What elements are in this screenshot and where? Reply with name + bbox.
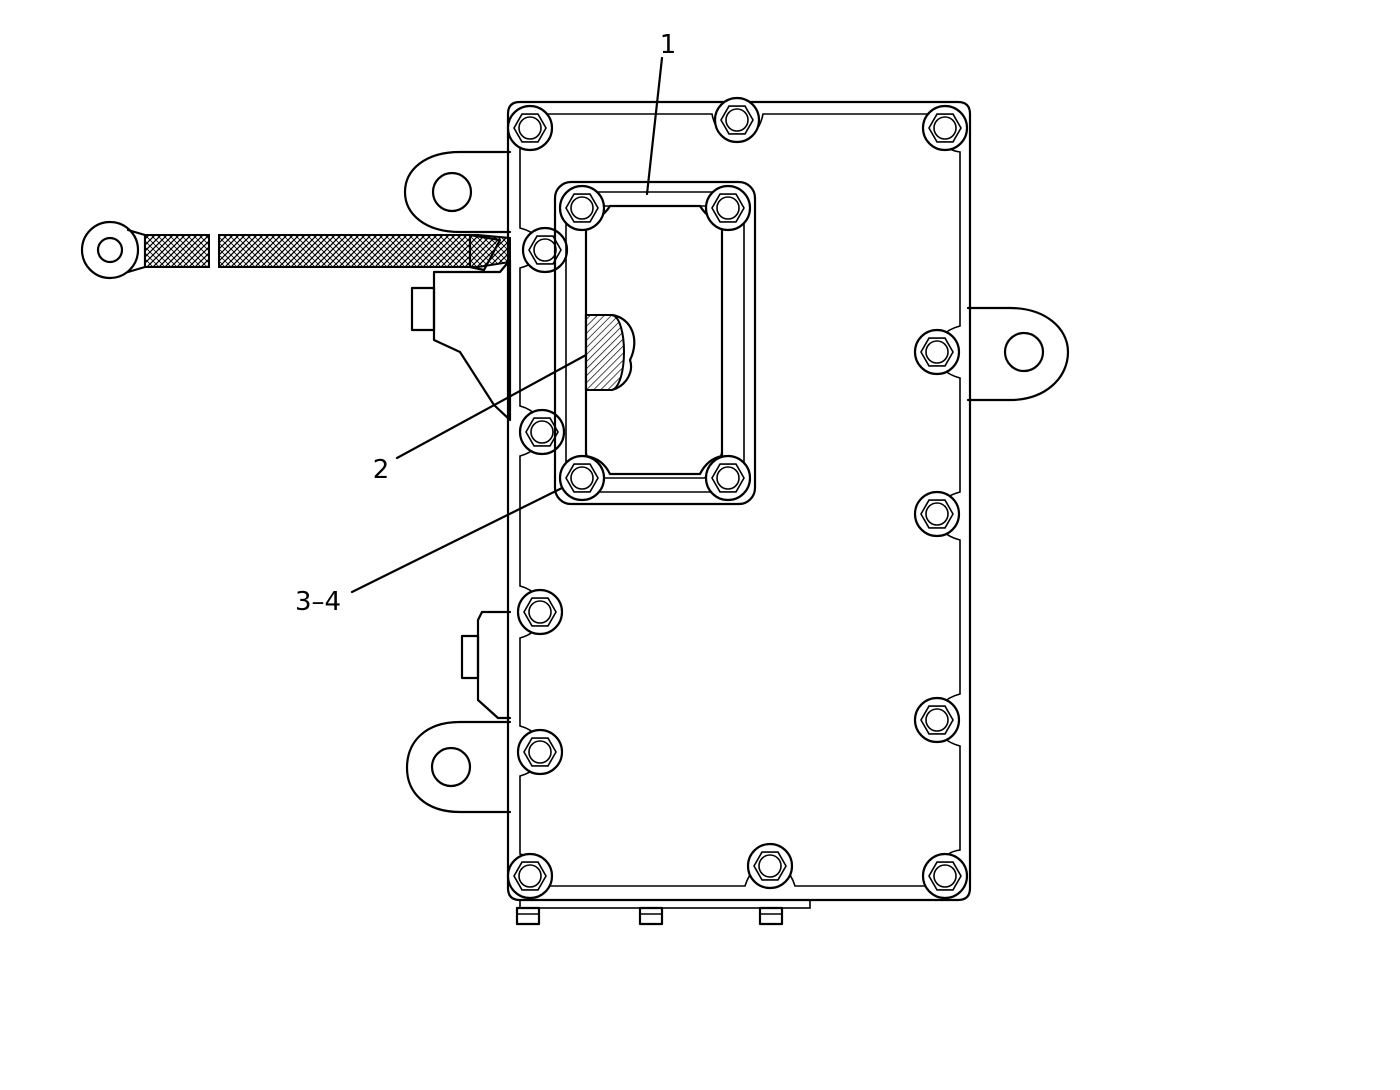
bolt-icon (704, 184, 752, 232)
callout-label-2: 2 (373, 455, 390, 485)
bolt-icon (558, 184, 606, 232)
bolt-icon (921, 852, 969, 900)
hatched-component (584, 313, 636, 392)
bolt-icon (713, 96, 761, 144)
bolt-icon (506, 104, 554, 152)
callout-label-1: 1 (660, 30, 677, 60)
leader-line-2 (395, 353, 588, 460)
left-mounting-features (403, 150, 512, 814)
right-mounting-ear (966, 306, 1070, 402)
leader-line-3-4 (350, 486, 564, 594)
bolt-icon (558, 454, 606, 502)
bolt-icon (913, 696, 961, 744)
callout-label-3-4: 3–4 (295, 587, 341, 617)
bolt-icon (516, 588, 564, 636)
bottom-connectors (515, 899, 811, 926)
bolt-icon (921, 104, 969, 152)
bolt-icon (746, 842, 794, 890)
access-cover-plate (553, 180, 757, 506)
bolt-icon (518, 408, 566, 456)
bolt-icon (704, 454, 752, 502)
bolt-icon (506, 852, 554, 900)
bolt-icon (516, 728, 564, 776)
bolt-icon (913, 490, 961, 538)
leader-lines (350, 56, 664, 594)
bolt-icon (521, 226, 569, 274)
bolt-icon (913, 328, 961, 376)
leader-line-1 (645, 56, 664, 196)
